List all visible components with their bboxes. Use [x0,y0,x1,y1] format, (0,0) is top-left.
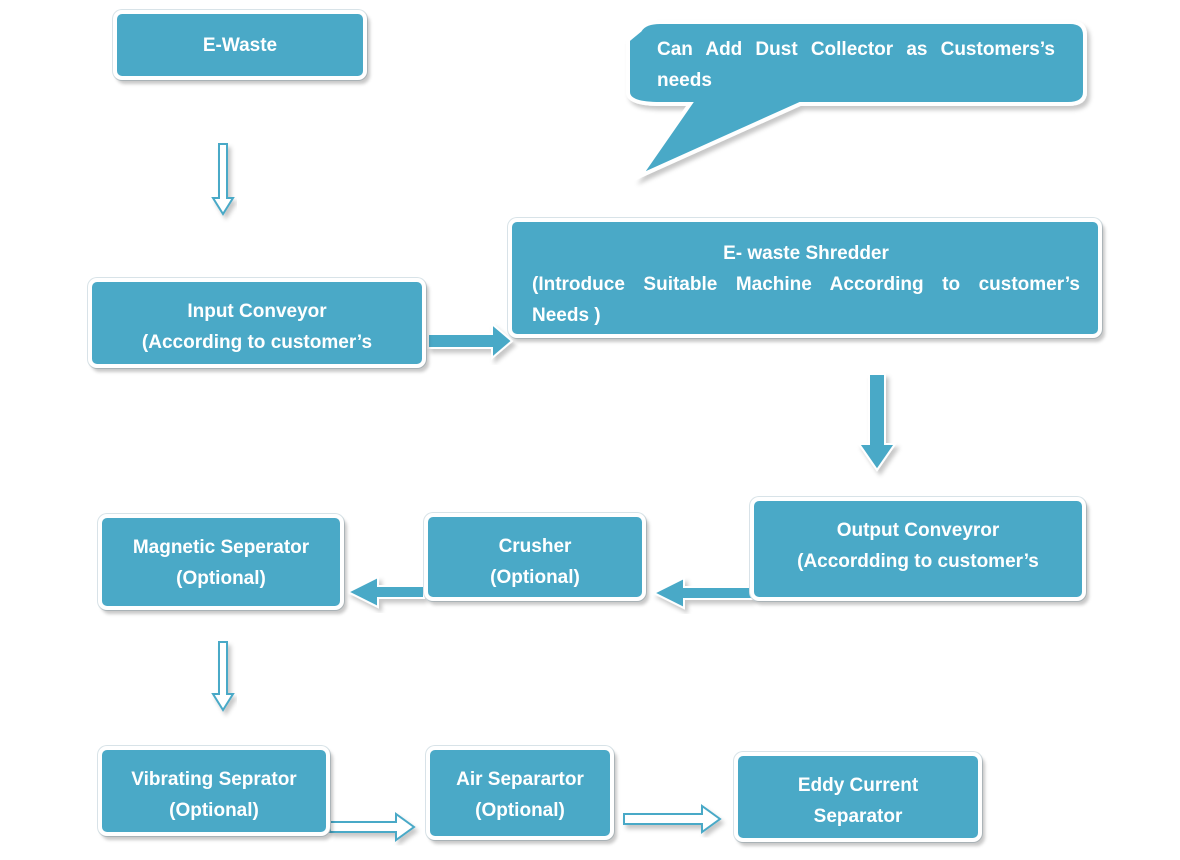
node-output-conveyor-note: (Accordding to customer’s [797,551,1039,572]
arrow-right-3 [623,804,722,834]
arrow-right-2 [329,812,416,842]
arrow-right-1 [427,321,514,361]
callout-bubble [626,20,1087,181]
arrow-down-3 [211,641,235,712]
node-output-conveyor-title: Output Conveyror [836,520,1000,541]
node-magnetic-separator-note: (Optional) [176,568,266,589]
node-vibrating-separator-title: Vibrating Seprator [131,769,297,790]
node-output-conveyor: Output Conveyror (Accordding to customer… [750,497,1086,601]
node-input-conveyor-title: Input Conveyor [187,301,327,322]
node-shredder-note-2: Needs ) [532,305,601,326]
node-air-separator: Air Separartor (Optional) [426,746,614,840]
node-vibrating-separator: Vibrating Seprator (Optional) [98,746,330,836]
node-eddy-current-separator-title: Eddy Current [797,775,919,796]
node-air-separator-title: Air Separartor [456,769,584,790]
node-air-separator-note: (Optional) [475,800,565,821]
node-vibrating-separator-note: (Optional) [169,800,259,821]
node-shredder-title: E- waste Shredder [723,243,889,264]
node-crusher-title: Crusher [498,536,572,557]
arrow-down-1 [211,143,235,216]
arrow-left-2 [345,575,425,609]
callout-line-1: Can Add Dust Collector as Customers’s [657,39,1055,60]
node-eddy-current-separator-note: Separator [813,806,903,827]
callout-line-2: needs [657,70,712,91]
node-shredder: E- waste Shredder (Introduce Suitable Ma… [508,218,1102,338]
node-magnetic-separator: Magnetic Seperator (Optional) [98,514,344,610]
callout-text: Can Add Dust Collector as Customers’s ne… [657,34,1055,96]
node-e-waste-label: E-Waste [202,35,278,56]
node-crusher-note: (Optional) [490,567,580,588]
node-e-waste: E-Waste [113,10,367,80]
node-shredder-note-1: (Introduce Suitable Machine According to… [532,274,1080,295]
arrow-down-2 [857,373,897,472]
node-input-conveyor: Input Conveyor (According to customer’s [88,278,426,368]
node-input-conveyor-note: (According to customer’s [141,332,373,353]
node-magnetic-separator-title: Magnetic Seperator [132,537,310,558]
node-crusher: Crusher (Optional) [424,513,646,601]
node-eddy-current-separator: Eddy Current Separator [734,752,982,842]
arrow-left-1 [651,576,753,610]
